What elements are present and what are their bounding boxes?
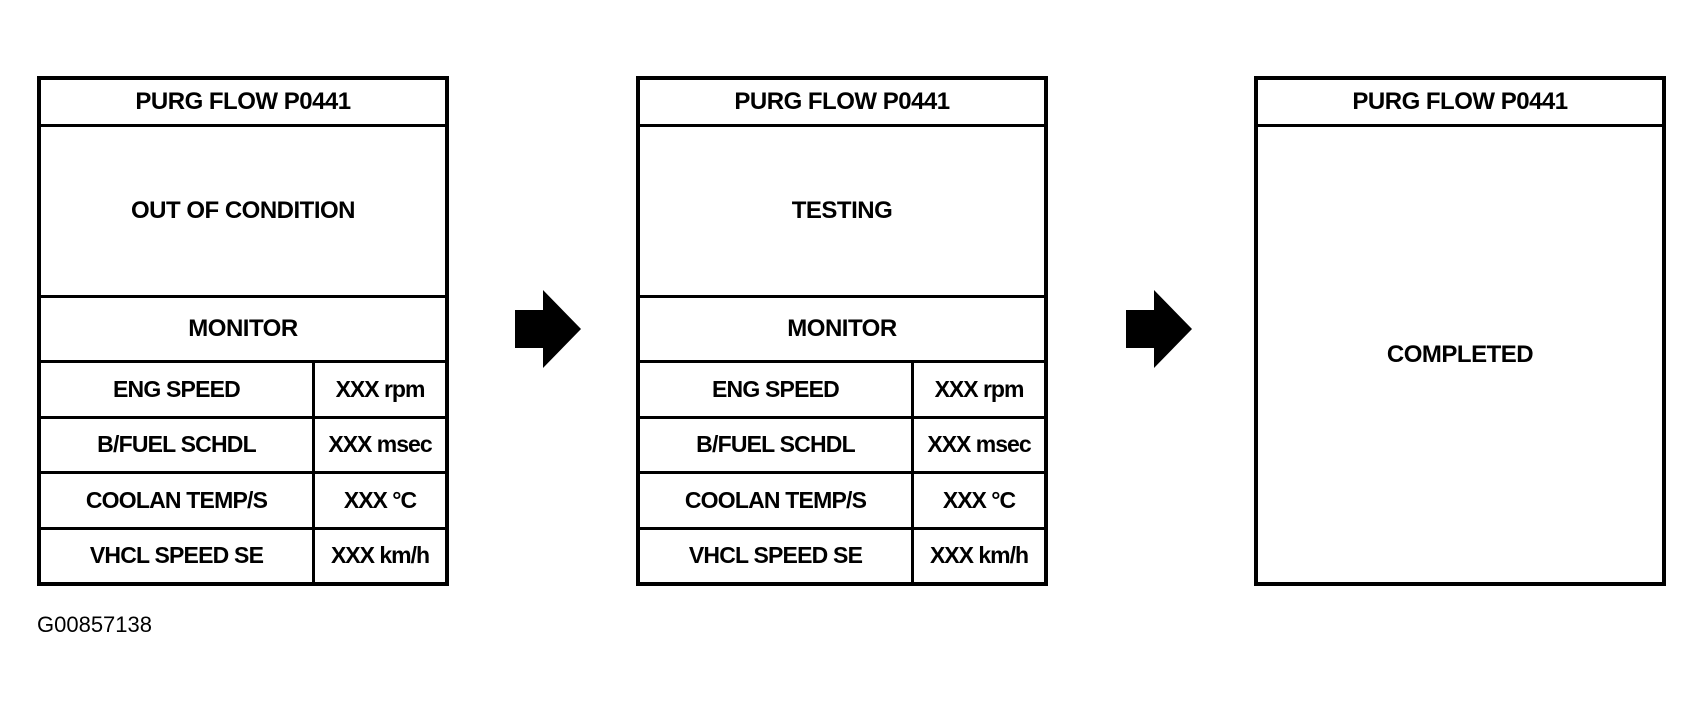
screen-completed: PURG FLOW P0441 COMPLETED — [1254, 76, 1666, 586]
param-row: B/FUEL SCHDL XXX msec — [41, 418, 445, 474]
screen-title: PURG FLOW P0441 — [41, 80, 445, 127]
monitor-label: MONITOR — [640, 298, 1044, 363]
param-name: VHCL SPEED SE — [640, 529, 914, 582]
param-name: ENG SPEED — [640, 363, 914, 416]
param-name: COOLAN TEMP/S — [640, 474, 914, 527]
param-name: VHCL SPEED SE — [41, 529, 315, 582]
param-value: XXX rpm — [934, 375, 1025, 402]
param-name: ENG SPEED — [41, 363, 315, 416]
param-row: B/FUEL SCHDL XXX msec — [640, 418, 1044, 474]
param-row: COOLAN TEMP/S XXX °C — [41, 474, 445, 530]
param-value: XXX km/h — [929, 542, 1029, 569]
param-row: ENG SPEED XXX rpm — [640, 363, 1044, 419]
right-arrow-icon — [1126, 290, 1192, 368]
screen-out-of-condition: PURG FLOW P0441 OUT OF CONDITION MONITOR… — [37, 76, 449, 586]
param-row: VHCL SPEED SE XXX km/h — [640, 529, 1044, 582]
param-name: B/FUEL SCHDL — [41, 418, 315, 471]
status-text: COMPLETED — [1386, 340, 1534, 368]
figure-id: G00857138 — [37, 612, 152, 637]
screen-title: PURG FLOW P0441 — [1258, 80, 1662, 127]
param-value: XXX km/h — [330, 542, 430, 569]
param-row: ENG SPEED XXX rpm — [41, 363, 445, 419]
status-text: TESTING — [640, 127, 1044, 298]
right-arrow-icon — [515, 290, 581, 368]
param-value: XXX °C — [942, 486, 1016, 513]
param-value: XXX °C — [343, 486, 417, 513]
param-name: B/FUEL SCHDL — [640, 418, 914, 471]
param-name: COOLAN TEMP/S — [41, 474, 315, 527]
monitor-label: MONITOR — [41, 298, 445, 363]
status-text: OUT OF CONDITION — [41, 127, 445, 298]
param-row: COOLAN TEMP/S XXX °C — [640, 474, 1044, 530]
param-value: XXX msec — [328, 431, 432, 458]
param-row: VHCL SPEED SE XXX km/h — [41, 529, 445, 582]
param-value: XXX rpm — [335, 375, 426, 402]
screen-testing: PURG FLOW P0441 TESTING MONITOR ENG SPEE… — [636, 76, 1048, 586]
param-value: XXX msec — [927, 431, 1031, 458]
screen-title: PURG FLOW P0441 — [640, 80, 1044, 127]
